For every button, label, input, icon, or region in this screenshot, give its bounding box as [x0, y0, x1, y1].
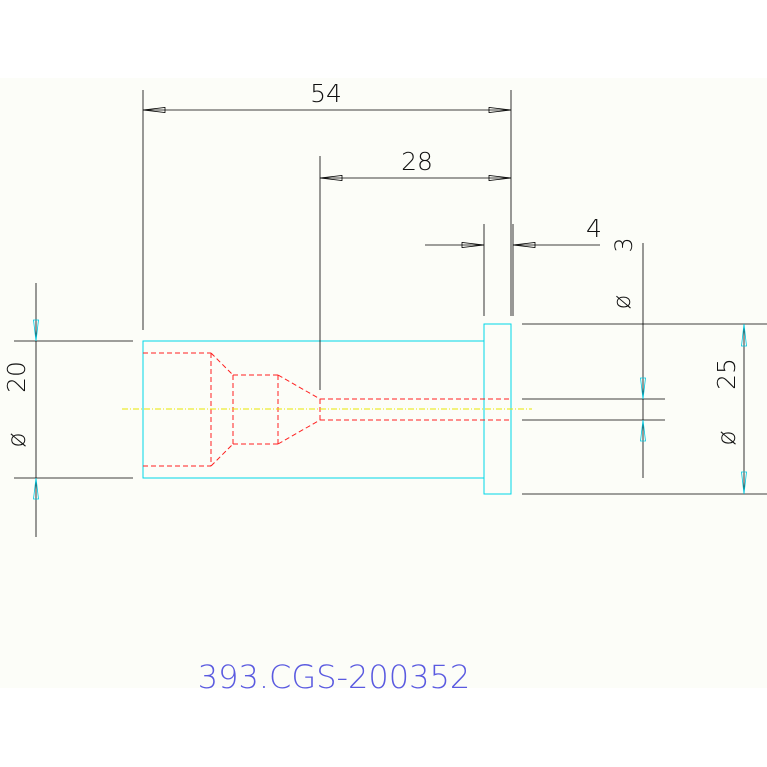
dimension-dia-20: 20 ø [2, 283, 133, 537]
dimension-label-25: 25 [712, 358, 741, 390]
dimension-label-3: 3 [610, 237, 638, 252]
drawing-sheet [0, 78, 767, 688]
dimension-dia-25: 25 ø [522, 323, 767, 495]
dimension-label-20: 20 [2, 361, 31, 393]
dimension-4: 4 [425, 214, 602, 316]
dimension-28: 28 [319, 147, 512, 390]
diameter-symbol-3: ø [608, 295, 636, 310]
dimension-label-28: 28 [401, 147, 433, 176]
dimension-54: 54 [142, 79, 512, 330]
dimension-label-54: 54 [310, 79, 342, 108]
diameter-symbol-20: ø [2, 432, 31, 447]
dimension-dia-3: 3 ø [522, 237, 665, 478]
part-number-label: 393.CGS-200352 [198, 658, 470, 696]
diameter-symbol-25: ø [712, 430, 741, 445]
dimension-label-4: 4 [586, 214, 602, 243]
